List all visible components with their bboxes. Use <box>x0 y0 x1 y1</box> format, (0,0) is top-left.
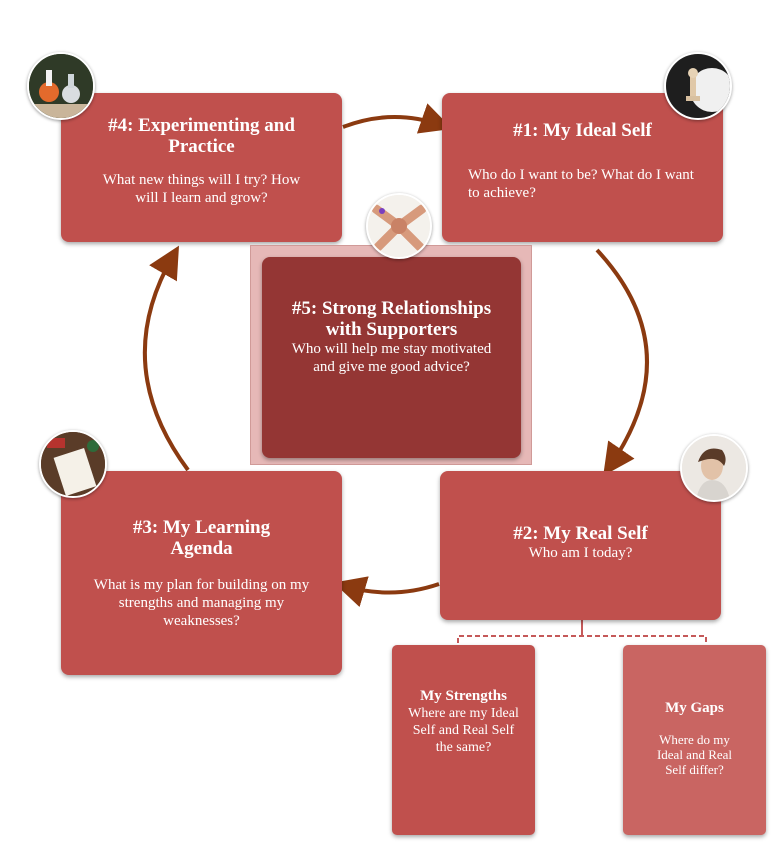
notebook-plan-icon <box>39 430 107 498</box>
step-4-title: #4: Experimenting and Practice <box>108 115 295 157</box>
thinking-person-icon <box>680 434 748 502</box>
step-3-body: What is my plan for building on my stren… <box>93 577 310 629</box>
strengths-title: My Strengths <box>420 688 507 704</box>
step-4-body: What new things will I try? How will I l… <box>102 172 301 206</box>
strengths-body: Where are my Ideal Self and Real Self th… <box>408 706 519 755</box>
lab-photo-icon <box>27 52 95 120</box>
gaps-box: My Gaps Where do my Ideal and Real Self … <box>623 645 766 835</box>
gaps-title: My Gaps <box>665 700 724 716</box>
arrow-3-to-4 <box>142 245 190 472</box>
step-4-box: #4: Experimenting and Practice What new … <box>61 93 342 242</box>
step-5-title: #5: Strong Relationships with Supporters <box>291 298 492 340</box>
step-3-title: #3: My Learning Agenda <box>132 517 271 559</box>
step-5-body: Who will help me stay motivated and give… <box>291 341 492 375</box>
gaps-body: Where do my Ideal and Real Self differ? <box>656 732 733 777</box>
step-2-box: #2: My Real Self Who am I today? <box>440 471 721 620</box>
step-1-box: #1: My Ideal Self Who do I want to be? W… <box>442 93 723 242</box>
step-1-body: Who do I want to be? What do I want to a… <box>468 167 694 201</box>
arrow-1-to-2 <box>595 248 649 476</box>
step-5-box: #5: Strong Relationships with Supporters… <box>262 257 521 458</box>
step-3-box: #3: My Learning Agenda What is my plan f… <box>61 471 342 675</box>
step-2-title: #2: My Real Self <box>513 523 648 544</box>
arrow-4-to-1 <box>342 103 453 134</box>
step-1-title: #1: My Ideal Self <box>513 120 652 141</box>
step-2-body: Who am I today? <box>528 545 633 561</box>
arrow-2-to-3 <box>333 576 440 608</box>
chess-piece-icon <box>664 52 732 120</box>
strengths-box: My Strengths Where are my Ideal Self and… <box>392 645 535 835</box>
joined-hands-icon <box>366 193 432 259</box>
connector-dashed <box>457 635 707 651</box>
